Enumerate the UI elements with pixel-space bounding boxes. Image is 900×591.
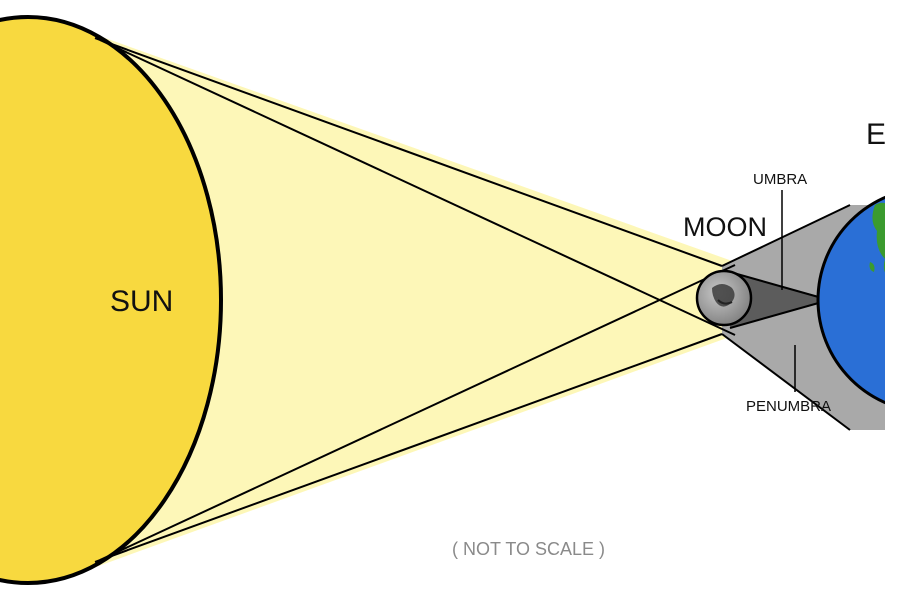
- moon-label: MOON: [683, 212, 767, 242]
- ray-bottom-cross: [99, 264, 736, 561]
- not-to-scale-note: ( NOT TO SCALE ): [452, 539, 605, 559]
- umbra-region: [730, 272, 822, 328]
- sunlight-cone: [60, 22, 735, 580]
- moon: [695, 269, 753, 327]
- ray-bottom-outer: [94, 333, 723, 563]
- ray-top-cross: [99, 39, 736, 336]
- penumbra-edge-bottom: [721, 333, 851, 431]
- umbra-edge-bottom: [729, 301, 823, 329]
- right-border: [885, 0, 900, 591]
- penumbra-edge-top: [721, 204, 851, 267]
- earth-label: E: [866, 118, 886, 151]
- sun-label: SUN: [110, 285, 173, 318]
- light-rays: [94, 37, 851, 563]
- sun: [0, 15, 223, 585]
- umbra-edge-top: [729, 271, 823, 299]
- umbra-label: UMBRA: [753, 171, 807, 188]
- penumbra-label: PENUMBRA: [746, 398, 831, 415]
- ray-top-outer: [94, 37, 723, 267]
